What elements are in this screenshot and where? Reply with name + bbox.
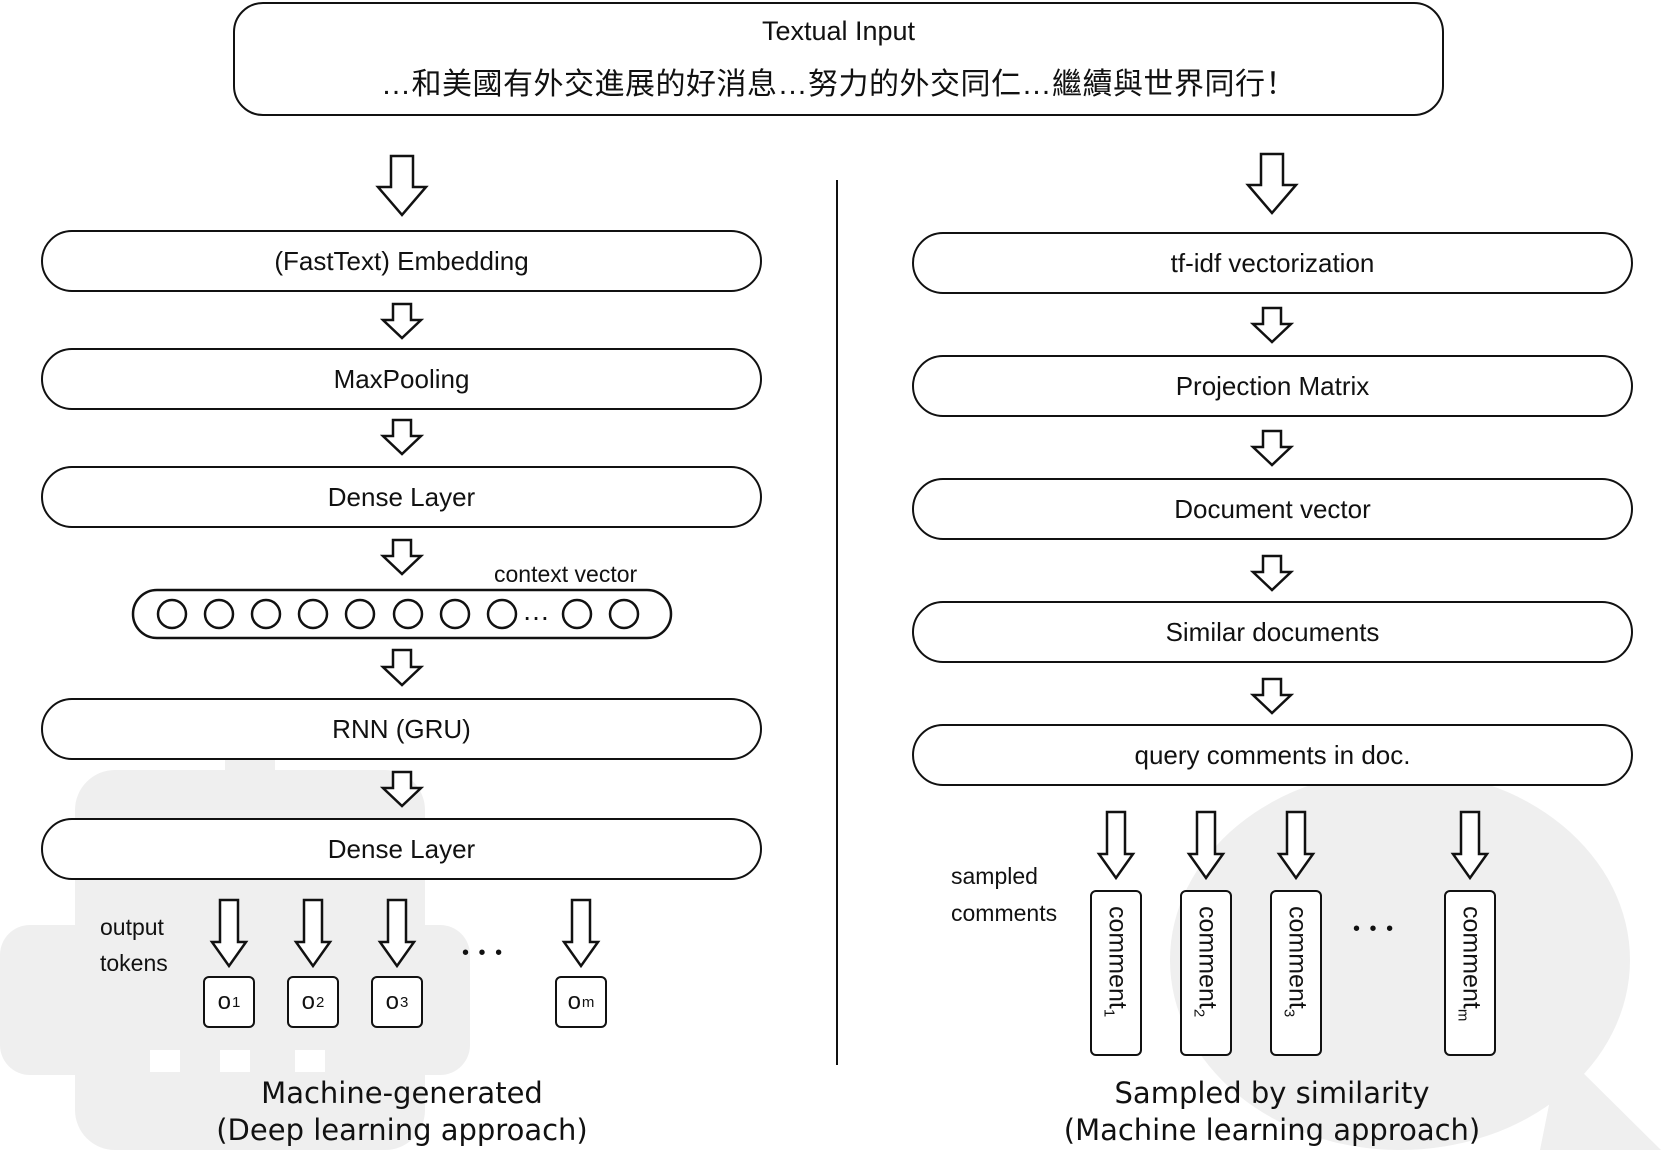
arrow-down-icon <box>379 302 425 340</box>
right-step-label: tf-idf vectorization <box>1170 247 1375 278</box>
arrow-down-icon <box>379 648 425 687</box>
arrow-down-icon <box>1249 677 1295 715</box>
right-step-label: query comments in doc. <box>1134 739 1411 770</box>
arrow-down-icon <box>209 898 249 969</box>
context-vector-node <box>156 598 188 630</box>
left-caption: Machine-generated (Deep learning approac… <box>102 1075 702 1149</box>
context-vector-node <box>344 598 376 630</box>
arrow-down-icon <box>561 898 601 969</box>
arrow-down-icon <box>379 538 425 576</box>
right-step-tfidf: tf-idf vectorization <box>912 232 1633 294</box>
arrow-down-icon <box>1450 810 1490 881</box>
right-step-similar-documents: Similar documents <box>912 601 1633 663</box>
sampled-comments-label-2: comments <box>951 900 1058 926</box>
output-tokens-label-1: output <box>100 914 164 940</box>
arrow-down-icon <box>1096 810 1136 881</box>
context-vector-node <box>203 598 235 630</box>
arrow-down-icon <box>379 770 425 808</box>
arrow-down-icon <box>1186 810 1226 881</box>
sampled-comment-3: comment3 <box>1270 890 1322 1056</box>
right-step-query-comments: query comments in doc. <box>912 724 1633 786</box>
textual-input-box: Textual Input …和美國有外交進展的好消息…努力的外交同仁…繼續與世… <box>233 2 1444 116</box>
context-vector-node <box>561 598 593 630</box>
context-vector-node <box>297 598 329 630</box>
right-step-label: Document vector <box>1174 493 1371 524</box>
left-step-dense-layer-2: Dense Layer <box>41 818 762 880</box>
context-vector-node <box>608 598 640 630</box>
sampled-comments-dots: • • • <box>1353 918 1396 940</box>
arrow-down-icon <box>377 898 417 969</box>
arrow-down-icon <box>1245 152 1299 215</box>
right-caption-line-2: (Machine learning approach) <box>1063 1113 1481 1147</box>
textual-input-title: Textual Input <box>761 15 916 46</box>
sampled-comments-label-1: sampled <box>951 863 1038 889</box>
left-step-rnn-gru: RNN (GRU) <box>41 698 762 760</box>
arrow-down-icon <box>1249 554 1295 592</box>
right-step-label: Similar documents <box>1165 616 1380 647</box>
left-step-embedding: (FastText) Embedding <box>41 230 762 292</box>
context-vector-label: context vector <box>494 561 638 587</box>
right-step-document-vector: Document vector <box>912 478 1633 540</box>
context-vector-node <box>439 598 471 630</box>
output-tokens-label-2: tokens <box>100 950 168 976</box>
right-step-projection-matrix: Projection Matrix <box>912 355 1633 417</box>
left-step-label: Dense Layer <box>327 833 476 864</box>
arrow-down-icon <box>1249 429 1295 467</box>
sampled-comment-m: commentm <box>1444 890 1496 1056</box>
left-step-label: (FastText) Embedding <box>274 245 529 276</box>
right-caption: Sampled by similarity (Machine learning … <box>972 1075 1572 1149</box>
sampled-comment-2: comment2 <box>1180 890 1232 1056</box>
left-step-maxpooling: MaxPooling <box>41 348 762 410</box>
left-step-label: RNN (GRU) <box>332 713 471 744</box>
left-step-dense-layer-1: Dense Layer <box>41 466 762 528</box>
context-vector-ellipsis: … <box>522 595 550 626</box>
output-tokens-dots: • • • <box>462 942 505 964</box>
left-caption-line-1: Machine-generated <box>261 1076 543 1110</box>
right-step-label: Projection Matrix <box>1175 370 1370 401</box>
arrow-down-icon <box>1249 306 1295 344</box>
arrow-down-icon <box>1276 810 1316 881</box>
context-vector-node <box>486 598 518 630</box>
arrow-down-icon <box>375 154 429 217</box>
textual-input-text: …和美國有外交進展的好消息…努力的外交同仁…繼續與世界同行！ <box>381 67 1296 101</box>
arrow-down-icon <box>293 898 333 969</box>
right-caption-line-1: Sampled by similarity <box>1114 1076 1430 1110</box>
left-step-label: Dense Layer <box>327 481 476 512</box>
arrow-down-icon <box>379 418 425 456</box>
left-caption-line-2: (Deep learning approach) <box>216 1113 588 1147</box>
left-step-label: MaxPooling <box>333 363 470 394</box>
context-vector-node <box>250 598 282 630</box>
sampled-comment-1: comment1 <box>1090 890 1142 1056</box>
context-vector-node <box>392 598 424 630</box>
